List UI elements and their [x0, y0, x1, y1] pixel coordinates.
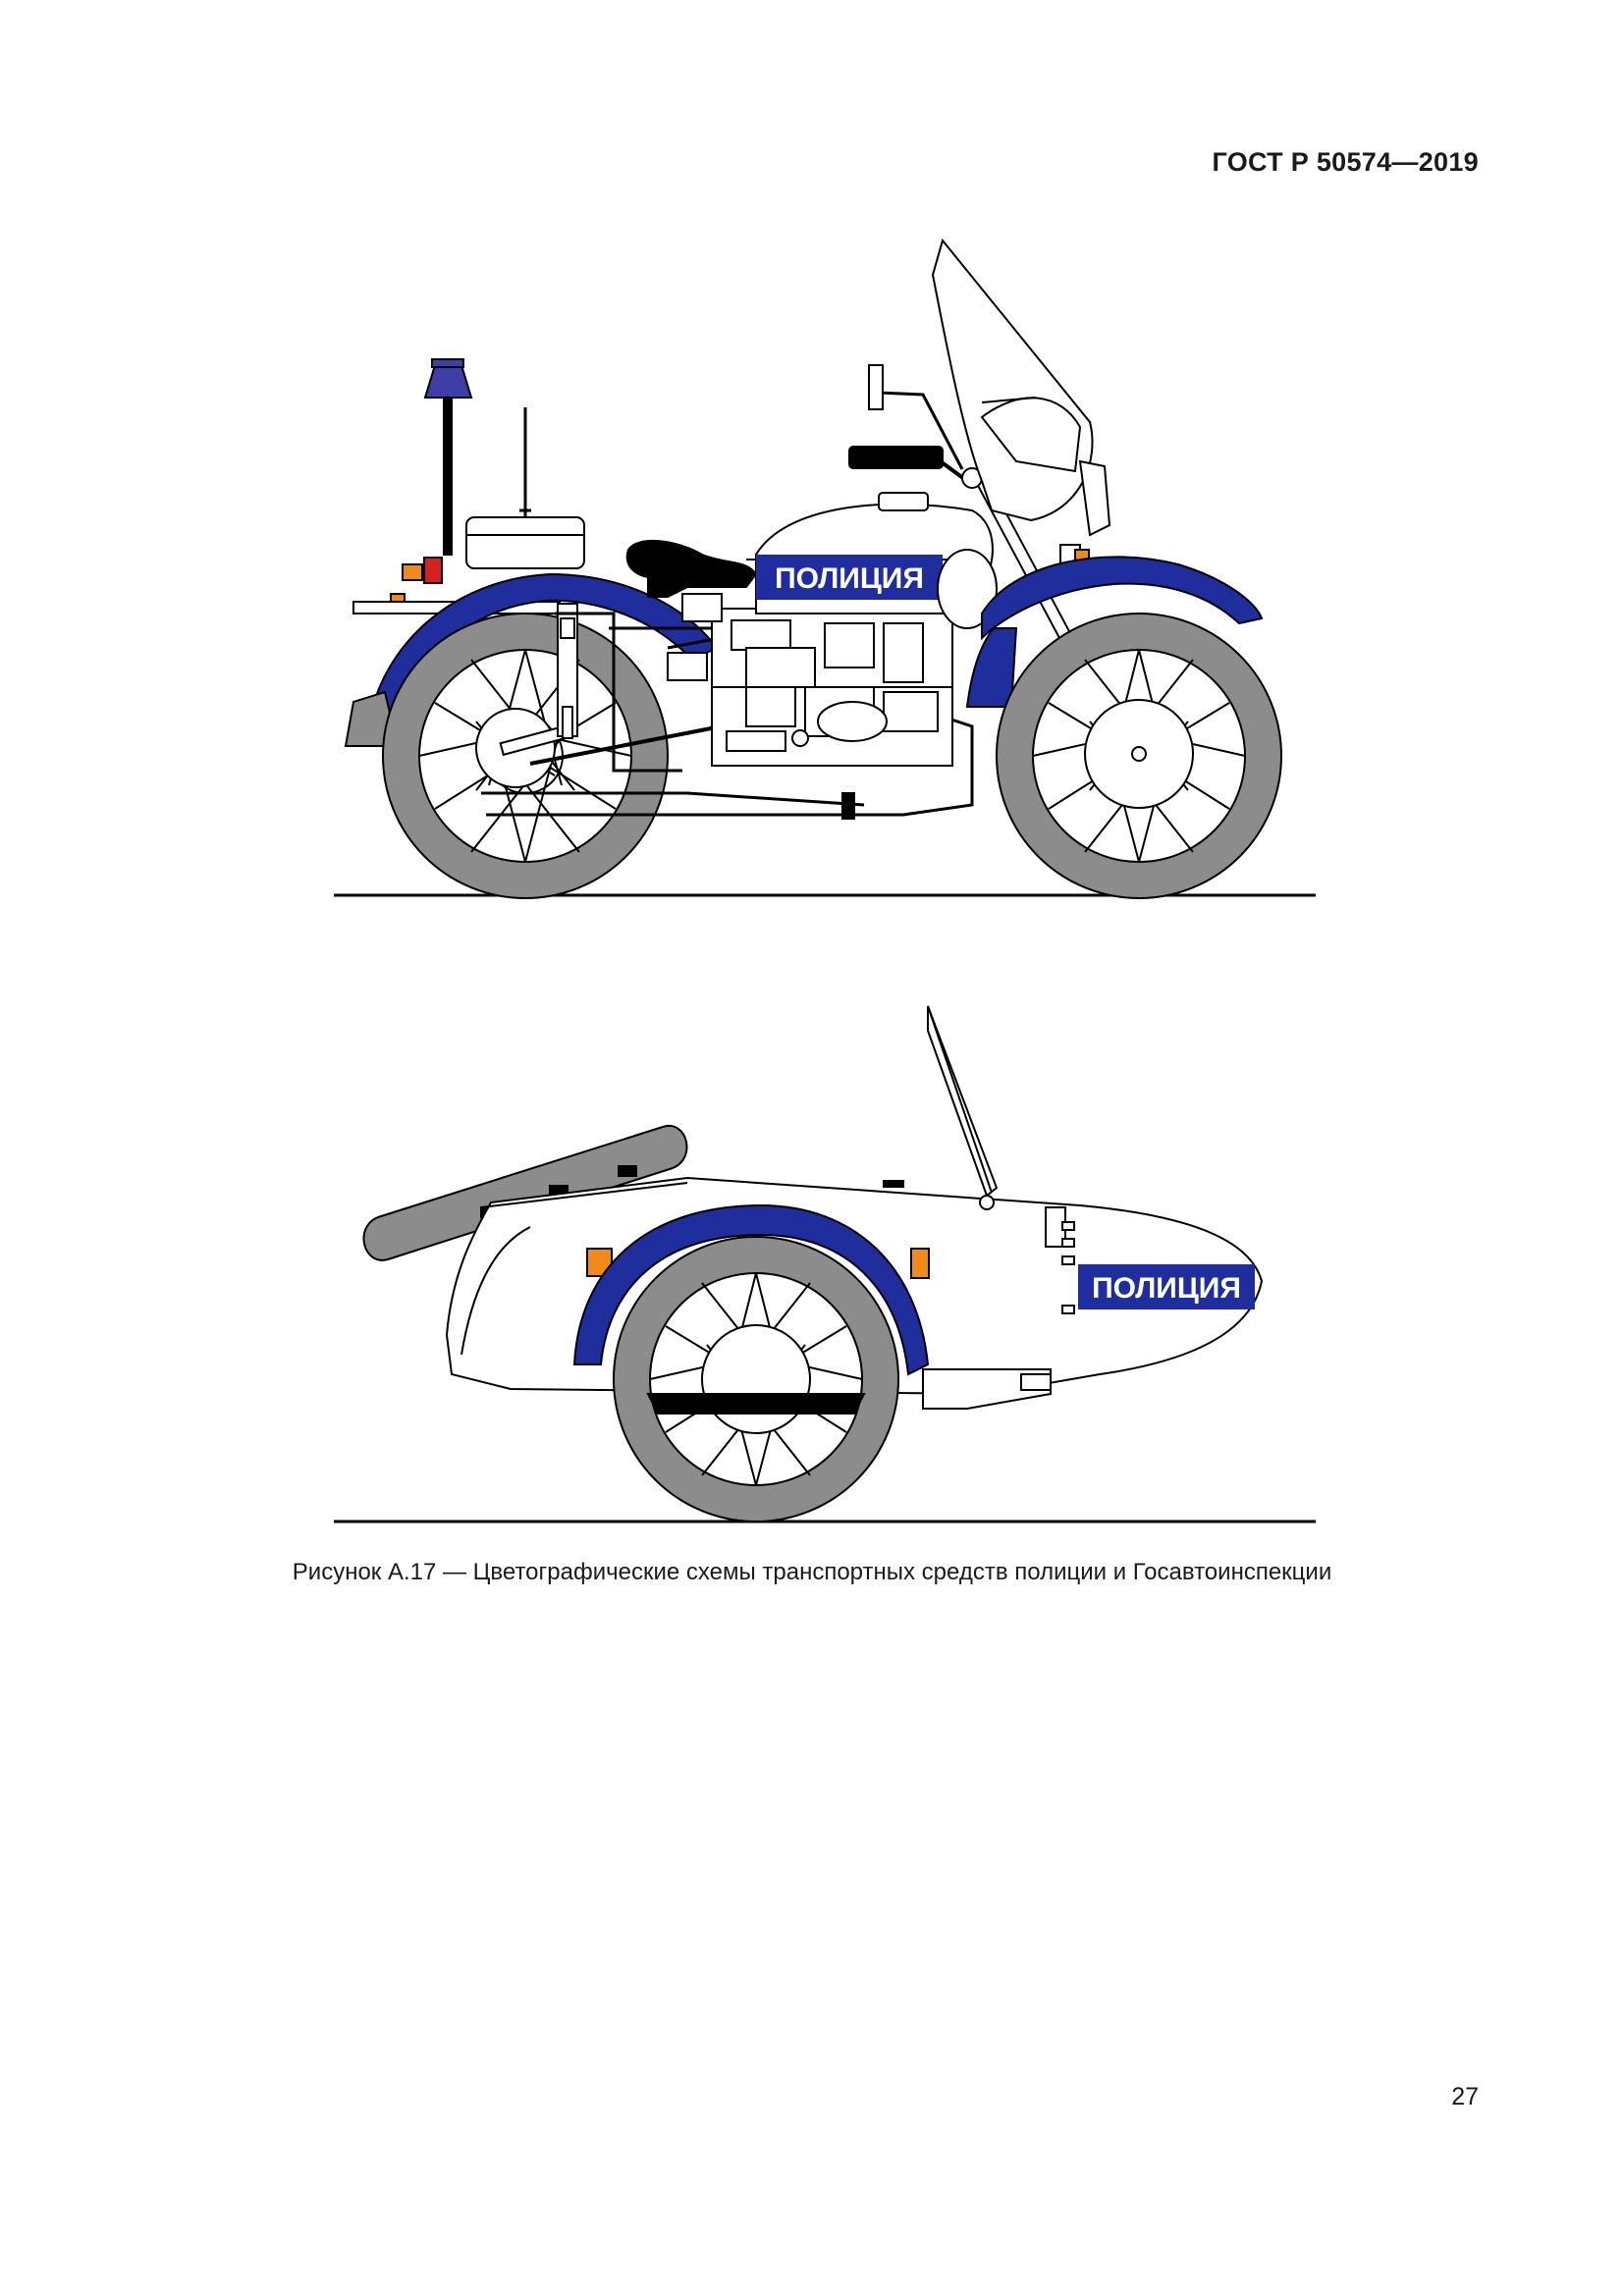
- beacon-pole: [443, 397, 453, 556]
- motorcycle-police-label: ПОЛИЦИЯ: [775, 562, 924, 595]
- headlight-bucket: [937, 549, 998, 629]
- frame: [555, 612, 682, 773]
- sidecar-police-band: [1078, 1264, 1255, 1309]
- windshield: [931, 238, 1094, 522]
- sidecar-fender: [572, 1203, 930, 1376]
- beacon-light: [423, 364, 473, 399]
- engine: [667, 608, 953, 767]
- figure-caption: Рисунок А.17 — Цветографические схемы тр…: [292, 1559, 1332, 1585]
- motorcycle-drawing: ПОЛИЦИЯ: [334, 238, 1316, 899]
- front-fender: [981, 556, 1264, 641]
- mirror: [878, 391, 964, 470]
- handlebar-grip: [848, 446, 944, 469]
- sidecar-hub: [701, 1324, 811, 1434]
- spare-tyre: [362, 1124, 688, 1261]
- seat: [625, 539, 758, 598]
- trunk-box: [465, 516, 585, 569]
- tank-police-band: [756, 555, 943, 600]
- sidecar-drawing: ПОЛИЦИЯ: [334, 1005, 1316, 1523]
- rear-amber-light: [402, 563, 423, 581]
- document-code: ГОСТ Р 50574—2019: [1212, 147, 1479, 177]
- sidecar-amber-front: [910, 1248, 930, 1279]
- rear-red-light: [423, 557, 443, 584]
- exhaust-pipe: [486, 715, 974, 817]
- page-number: 27: [1451, 2083, 1479, 2110]
- sidecar-police-label: ПОЛИЦИЯ: [1092, 1272, 1241, 1305]
